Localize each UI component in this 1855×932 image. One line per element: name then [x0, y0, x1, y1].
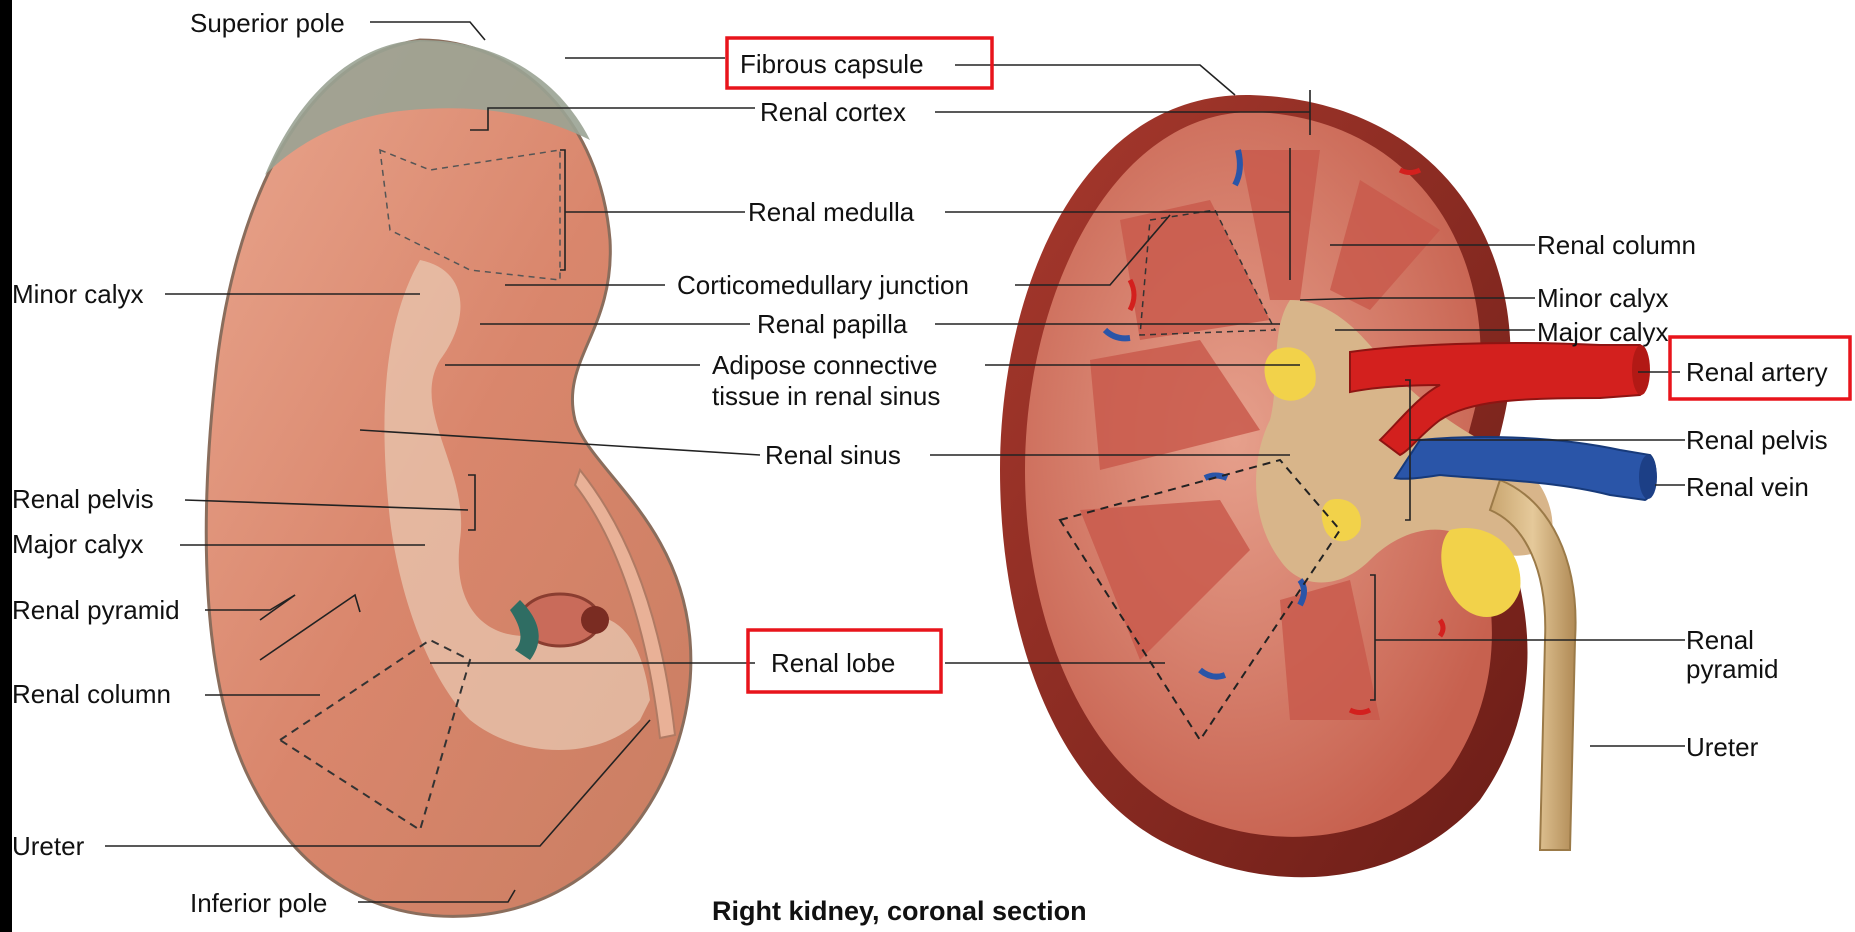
- label-inferior-pole: Inferior pole: [190, 888, 327, 918]
- label-renal-vein: Renal vein: [1686, 472, 1809, 502]
- vessel-mark-8: [1350, 710, 1370, 713]
- label-left-minor-calyx: Minor calyx: [12, 279, 143, 309]
- label-adipose-line2: tissue in renal sinus: [712, 381, 940, 411]
- renal-artery-end: [1632, 345, 1650, 395]
- label-renal-sinus: Renal sinus: [765, 440, 901, 470]
- label-superior-pole: Superior pole: [190, 8, 345, 38]
- label-renal-artery: Renal artery: [1686, 357, 1828, 387]
- label-renal-papilla: Renal papilla: [757, 309, 908, 339]
- label-right-minor-calyx: Minor calyx: [1537, 283, 1668, 313]
- left-vessel-opening: [581, 606, 609, 634]
- label-adipose-line1: Adipose connective: [712, 350, 937, 380]
- vessel-mark-9: [1440, 620, 1443, 636]
- label-left-renal-pelvis: Renal pelvis: [12, 484, 154, 514]
- label-fibrous-capsule: Fibrous capsule: [740, 49, 924, 79]
- label-renal-cortex: Renal cortex: [760, 97, 906, 127]
- label-right-renal-pyramid-line2: pyramid: [1686, 654, 1778, 684]
- label-renal-lobe: Renal lobe: [771, 648, 895, 678]
- left-kidney-specimen: [206, 40, 691, 916]
- label-right-renal-pyramid-line1: Renal: [1686, 625, 1754, 655]
- label-renal-medulla: Renal medulla: [748, 197, 915, 227]
- figure-caption: Right kidney, coronal section: [712, 896, 1087, 926]
- label-left-renal-column: Renal column: [12, 679, 171, 709]
- label-right-major-calyx: Major calyx: [1537, 317, 1668, 347]
- label-left-renal-pyramid: Renal pyramid: [12, 595, 180, 625]
- vessel-mark-2: [1400, 170, 1420, 173]
- label-corticomedullary-junction: Corticomedullary junction: [677, 270, 969, 300]
- label-right-renal-pelvis: Renal pelvis: [1686, 425, 1828, 455]
- label-left-ureter: Ureter: [12, 831, 85, 861]
- label-right-renal-column: Renal column: [1537, 230, 1696, 260]
- label-left-major-calyx: Major calyx: [12, 529, 143, 559]
- renal-vein-end: [1639, 455, 1657, 499]
- label-right-ureter: Ureter: [1686, 732, 1759, 762]
